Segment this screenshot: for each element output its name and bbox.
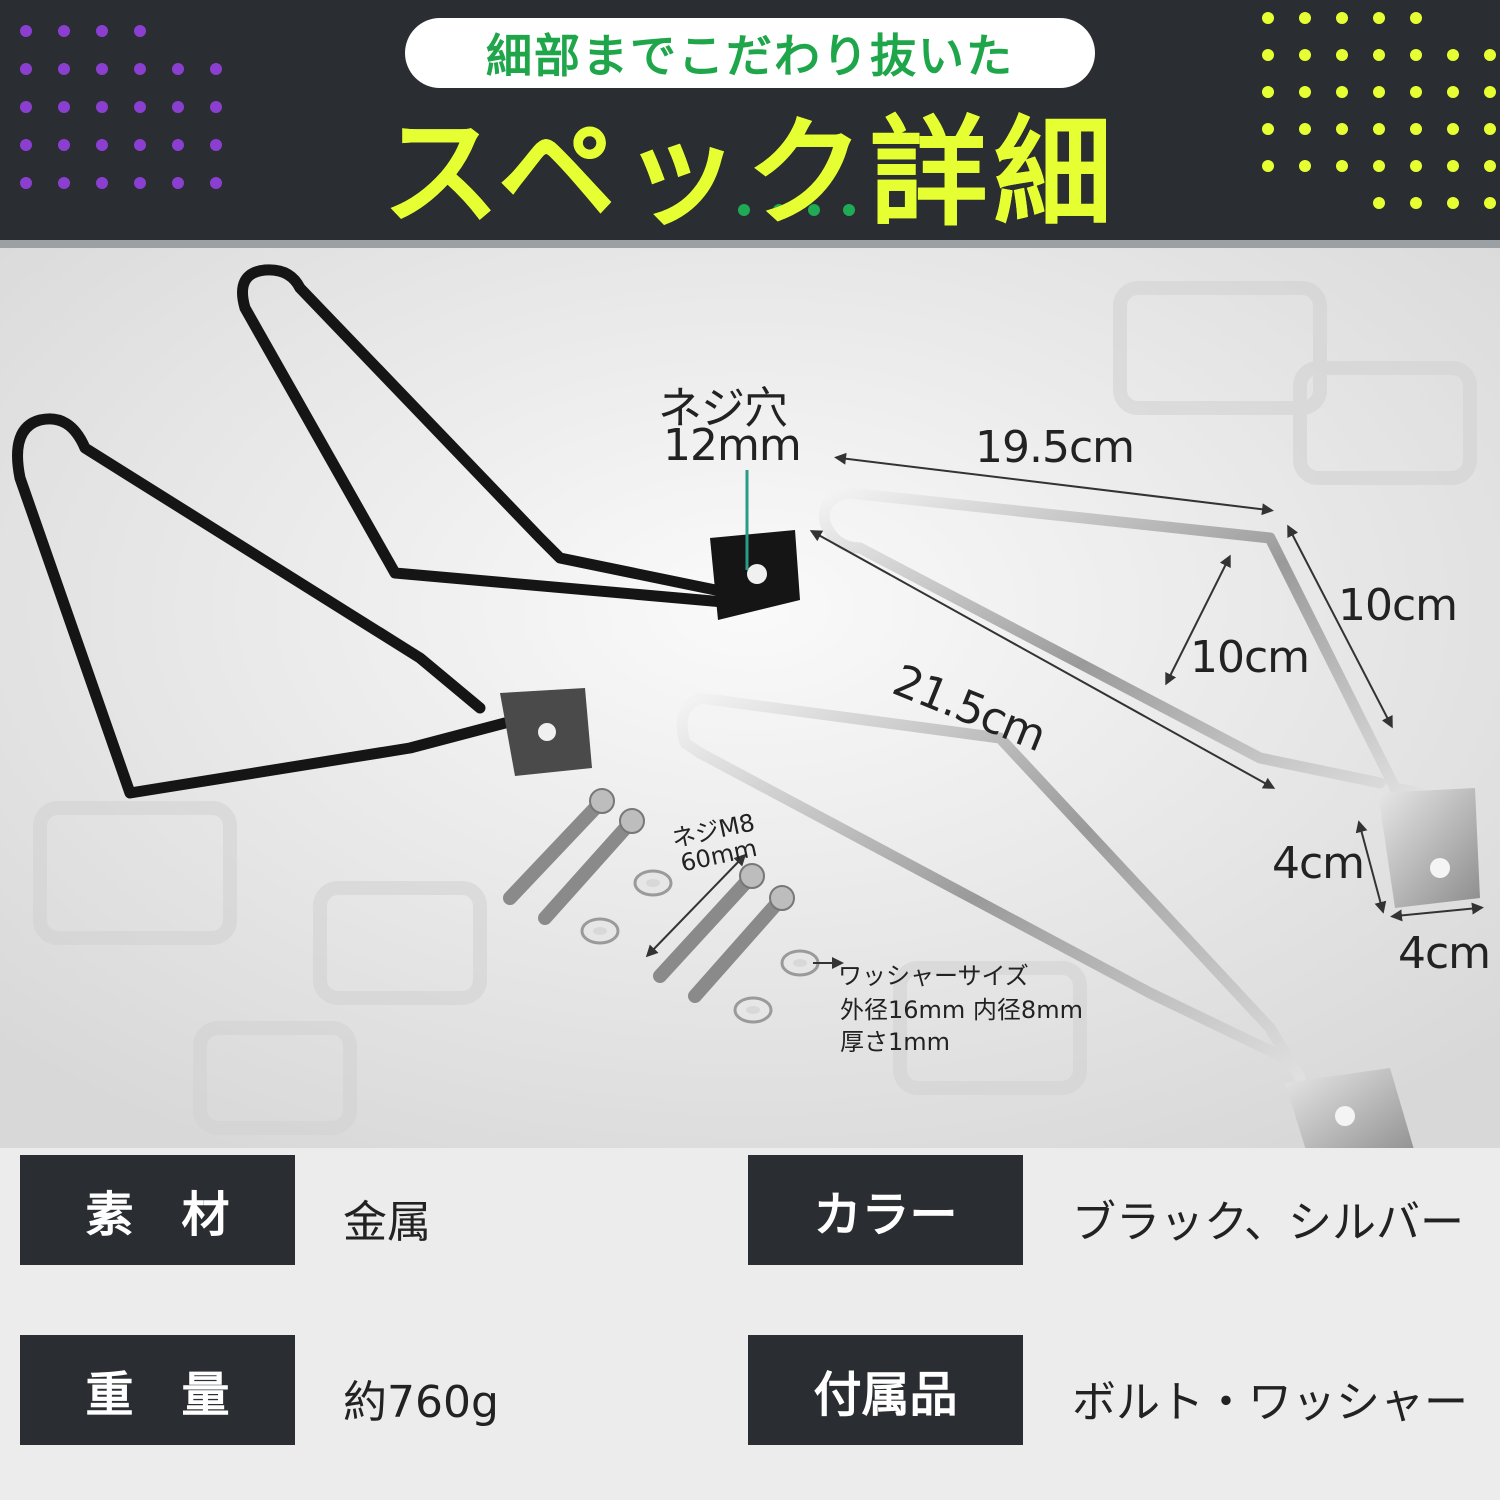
pattern-dot	[1336, 12, 1348, 24]
spec-accessories-value: ボルト・ワッシャー	[1072, 1377, 1468, 1428]
pattern-dot	[1447, 86, 1459, 98]
pattern-dot	[738, 204, 750, 216]
product-photo	[0, 248, 1500, 1148]
pattern-dot	[134, 139, 146, 151]
pattern-dot	[1447, 197, 1459, 209]
silver-plate-1	[1378, 788, 1480, 908]
pattern-dot	[1410, 197, 1422, 209]
pattern-dot	[172, 101, 184, 113]
subtitle-pill: 細部までこだわり抜いた	[405, 18, 1095, 88]
pattern-dot	[20, 139, 32, 151]
subtitle-text: 細部までこだわり抜いた	[486, 29, 1014, 83]
pattern-dot	[210, 101, 222, 113]
spec-material-value: 金属	[343, 1197, 431, 1248]
pattern-dot	[172, 177, 184, 189]
washer-diameters: 外径16mm 内径8mm	[840, 996, 1083, 1024]
pattern-dot	[1373, 123, 1385, 135]
pattern-dot	[1262, 12, 1274, 24]
pattern-dot	[1410, 86, 1422, 98]
pattern-dot	[134, 101, 146, 113]
dimension-arrow-icon	[645, 452, 1484, 969]
pattern-dot	[1447, 49, 1459, 61]
pattern-dot	[843, 204, 855, 216]
pattern-dot	[1447, 160, 1459, 172]
pattern-dot	[1262, 160, 1274, 172]
pattern-dot	[96, 63, 108, 75]
pattern-dot	[1447, 123, 1459, 135]
pattern-dot	[134, 63, 146, 75]
header-banner: 細部までこだわり抜いた スペック詳細	[0, 0, 1500, 248]
spec-weight-value: 約760g	[343, 1377, 499, 1428]
pattern-dot	[58, 101, 70, 113]
pattern-dot	[1484, 160, 1496, 172]
screw-hole-label: ネジ穴	[658, 383, 788, 434]
pattern-dot	[1299, 86, 1311, 98]
pattern-dot	[1484, 123, 1496, 135]
screw-hole-size: 12mm	[663, 420, 802, 471]
pattern-dot	[773, 204, 785, 216]
pattern-dot	[1373, 160, 1385, 172]
pattern-dot	[1373, 12, 1385, 24]
pattern-dot	[1262, 49, 1274, 61]
spec-weight-label: 重 量	[20, 1335, 295, 1445]
pattern-dot	[58, 139, 70, 151]
pattern-dot	[808, 204, 820, 216]
pattern-dot	[1484, 49, 1496, 61]
pattern-dot	[20, 63, 32, 75]
pattern-dot	[1484, 197, 1496, 209]
pattern-dot	[1336, 123, 1348, 135]
header-divider	[0, 240, 1500, 248]
pattern-dot	[1373, 86, 1385, 98]
spec-color-label: カラー	[748, 1155, 1023, 1265]
pattern-dot	[1373, 49, 1385, 61]
pattern-dot	[1299, 123, 1311, 135]
dim-4cm-height: 4cm	[1272, 838, 1365, 889]
washer-size-title: ワッシャーサイズ	[838, 962, 1029, 990]
pattern-dot	[1336, 49, 1348, 61]
pattern-dot	[20, 25, 32, 37]
pattern-dot	[20, 177, 32, 189]
pattern-dot	[134, 177, 146, 189]
pattern-dot	[58, 177, 70, 189]
pattern-dot	[1410, 123, 1422, 135]
pattern-dot	[20, 101, 32, 113]
dim-4cm-width: 4cm	[1398, 928, 1491, 979]
pattern-dot	[1262, 123, 1274, 135]
pattern-dot	[1299, 12, 1311, 24]
pattern-dot	[210, 63, 222, 75]
dim-19-5cm: 19.5cm	[975, 422, 1135, 473]
pattern-dot	[96, 177, 108, 189]
pattern-dot	[58, 25, 70, 37]
pattern-dot	[1262, 86, 1274, 98]
pattern-dot	[1410, 49, 1422, 61]
pattern-dot	[172, 139, 184, 151]
pattern-dot	[96, 139, 108, 151]
dim-10cm-inner: 10cm	[1190, 632, 1310, 683]
pattern-dot	[96, 25, 108, 37]
pattern-dot	[1410, 12, 1422, 24]
pattern-dot	[134, 25, 146, 37]
pattern-dot	[210, 177, 222, 189]
pattern-dot	[1484, 86, 1496, 98]
pattern-dot	[96, 101, 108, 113]
spec-accessories-label: 付属品	[748, 1335, 1023, 1445]
washer-thickness: 厚さ1mm	[840, 1028, 951, 1056]
pattern-dot	[1373, 197, 1385, 209]
pattern-dot	[210, 139, 222, 151]
spec-material-label: 素 材	[20, 1155, 295, 1265]
page-title: スペック詳細	[382, 104, 1118, 242]
pattern-dot	[58, 63, 70, 75]
pattern-dot	[1336, 160, 1348, 172]
pattern-dot	[1299, 49, 1311, 61]
black-bracket-icon	[237, 264, 741, 609]
pattern-dot	[1410, 160, 1422, 172]
pattern-dot	[1299, 160, 1311, 172]
dim-10cm-outer: 10cm	[1338, 580, 1458, 631]
pattern-dot	[172, 63, 184, 75]
pattern-dot	[1336, 86, 1348, 98]
spec-color-value: ブラック、シルバー	[1072, 1197, 1465, 1248]
